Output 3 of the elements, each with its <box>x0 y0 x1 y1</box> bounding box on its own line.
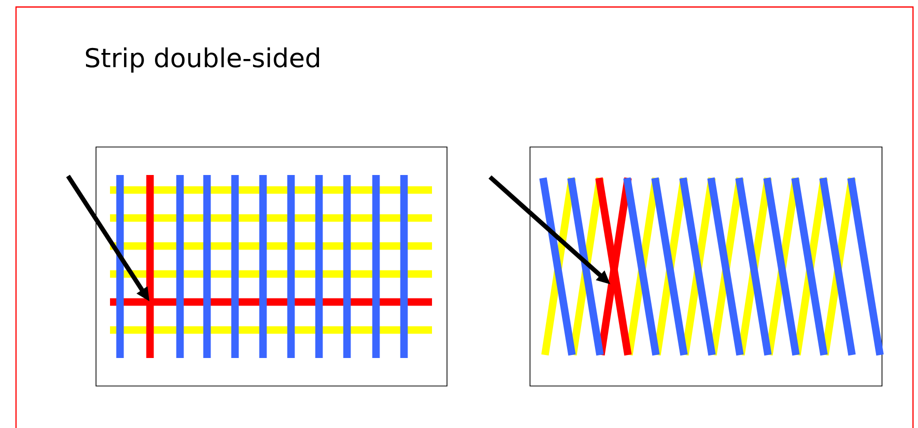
pattern-panel <box>96 146 448 386</box>
slide-title: Strip double-sided <box>86 47 320 73</box>
pattern-panel <box>530 146 882 386</box>
